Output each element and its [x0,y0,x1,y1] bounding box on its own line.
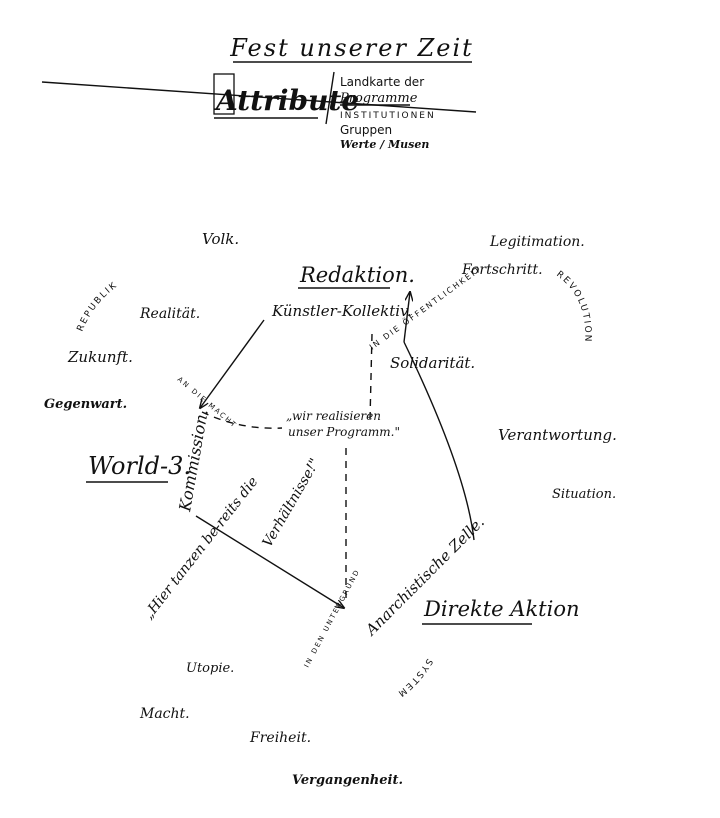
node-kollektiv: Künstler-Kollektiv. [271,302,412,320]
word-freiheit: Freiheit. [249,730,311,746]
menu-item-gruppen: Gruppen [340,123,392,137]
header: Fest unserer Zeit Attribute Landkarte de… [41,34,477,151]
arc-revolution: REVOLUTION [554,269,592,343]
arrow-kommission-to-untergrund [195,515,344,608]
header-divider [325,71,335,125]
dashed-macht-to-programm [201,411,283,429]
node-anarchistische-zelle: Anarchistische Zelle. [361,513,488,640]
node-solidaritaet: Solidarität. [390,354,475,372]
horizon-line [41,81,477,113]
node-verhaeltnisse-line2: Verhältnisse!" [260,456,324,550]
node-redaktion: Redaktion. [299,263,415,287]
node-verhaeltnisse-line1: „Hier tanzen be-reits die [141,474,262,622]
word-utopie: Utopie. [186,661,234,676]
value-words: Volk. Realität. Zukunft. Gegenwart. Legi… [44,230,617,788]
arc-labels: REPUBLIK REVOLUTION SYSTEM [76,269,592,699]
word-situation: Situation. [552,487,616,502]
word-vergangenheit: Vergangenheit. [292,773,403,788]
node-world3: World-3. [88,452,191,480]
menu-item-werte-musen: Werte / Musen [340,138,429,151]
node-programm-quote-line2: unser Programm." [288,425,400,439]
word-gegenwart: Gegenwart. [44,397,127,412]
menu-item-institutionen: INSTITUTIONEN [340,111,436,121]
arrow-kollektiv-to-macht [200,319,265,408]
word-fortschritt: Fortschritt. [461,262,543,278]
edge-label-untergrund: IN DEN UNTERGRUND [303,567,362,669]
arc-republik: REPUBLIK [76,280,121,333]
node-programm-quote-line1: „wir realisieren [286,409,381,423]
arrow-to-oeffentlichkeit [403,292,410,343]
word-volk: Volk. [202,230,239,248]
menu-item-landkarte: Landkarte der [340,75,424,89]
line-oeffentlichkeit-to-zelle [403,341,475,541]
connections [195,292,475,608]
word-legitimation: Legitimation. [489,234,585,250]
dashed-kollektiv-to-solidaritaet [369,333,373,421]
word-zukunft: Zukunft. [67,348,133,366]
attribute-title: Attribute [213,84,359,117]
word-verantwortung: Verantwortung. [498,426,617,444]
attribute-initial-box [213,73,235,115]
arc-system: SYSTEM [394,656,434,698]
page-title: Fest unserer Zeit [229,34,474,62]
word-realitaet: Realität. [139,306,200,322]
menu-item-programme: Programme [339,91,418,106]
word-macht: Macht. [139,706,190,722]
node-direkte-aktion: Direkte Aktion [423,597,580,621]
